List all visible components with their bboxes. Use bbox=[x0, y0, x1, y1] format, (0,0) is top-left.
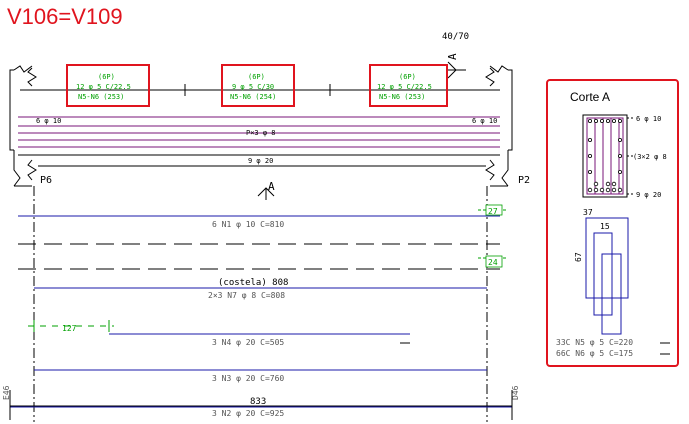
section-bottom-label: 9 φ 20 bbox=[636, 191, 661, 199]
section-bottom-bars bbox=[587, 181, 623, 193]
bar-n4-dim: 127 bbox=[62, 324, 77, 333]
beam-elevation: 6 φ 10 6 φ 10 P×3 φ 8 9 φ 20 P6 P2 A A bbox=[9, 53, 530, 200]
left-support-break-2 bbox=[27, 159, 37, 181]
section-panel-frame bbox=[546, 79, 679, 367]
stirrup-height-label: 67 bbox=[574, 252, 583, 262]
bar-costela-dim: 24 bbox=[488, 258, 498, 267]
callout-3-ref: N5-N6 (253) bbox=[379, 93, 425, 101]
right-support-break-2 bbox=[485, 159, 495, 181]
stirrup-callout-3: (6P) 12 φ 5 C/22.5 N5-N6 (253) bbox=[369, 64, 448, 107]
section-stirrup-outer bbox=[586, 117, 624, 195]
section-panel: Corte A 6 φ 10 (3×2 φ 8 9 φ 20 37 bbox=[546, 79, 679, 367]
bar-n4-label: 3 N4 φ 20 C=505 bbox=[212, 338, 284, 347]
left-axis-label: E46 bbox=[2, 385, 11, 400]
callout-1-count: (6P) bbox=[98, 73, 115, 81]
top-bars-right-label: 6 φ 10 bbox=[472, 117, 497, 125]
stirrup-inner-label: 15 bbox=[600, 222, 610, 231]
stirrup-n6-shape-1 bbox=[593, 232, 613, 316]
left-support-label: P6 bbox=[40, 175, 52, 186]
callout-3-count: (6P) bbox=[399, 73, 416, 81]
stirrup-callout-1: (6P) 12 φ 5 C/22.5 N5-N6 (253) bbox=[66, 64, 150, 107]
left-support-break bbox=[27, 67, 37, 87]
section-marker-bottom-label: A bbox=[268, 180, 275, 193]
bar-n1-dim-box bbox=[485, 204, 503, 216]
bar-n1-label: 6 N1 φ 10 C=810 bbox=[212, 220, 284, 229]
bar-n2-label: 3 N2 φ 20 C=925 bbox=[212, 409, 284, 418]
right-support-label: P2 bbox=[518, 175, 530, 186]
callout-2-spec: 9 φ 5 C/30 bbox=[232, 83, 274, 91]
left-column-edge bbox=[13, 65, 33, 73]
stirrup-n6-shape-2 bbox=[601, 253, 622, 335]
callout-2-ref: N5-N6 (254) bbox=[230, 93, 276, 101]
left-column-lower bbox=[13, 150, 21, 187]
right-support-break bbox=[485, 67, 495, 87]
section-marker-top-label: A bbox=[446, 53, 459, 60]
stirrup-line-1: 33C N5 φ 5 C=220 bbox=[556, 338, 633, 347]
right-axis-label: D46 bbox=[511, 385, 520, 400]
stirrup-n5-shape bbox=[585, 217, 629, 299]
right-column-edge bbox=[489, 65, 509, 73]
section-marker-top: A bbox=[446, 53, 466, 79]
stirrup-callout-2: (6P) 9 φ 5 C/30 N5-N6 (254) bbox=[221, 64, 295, 107]
callout-2-count: (6P) bbox=[248, 73, 265, 81]
left-support-outline bbox=[9, 69, 14, 151]
bar-n2-dim: 833 bbox=[250, 397, 266, 407]
bar-n3-label: 3 N3 φ 20 C=760 bbox=[212, 374, 284, 383]
bottom-bars-label: 9 φ 20 bbox=[248, 157, 273, 165]
stirrup-width-label: 37 bbox=[583, 208, 593, 217]
bar-n1-dim: 27 bbox=[488, 207, 498, 216]
section-marker-bottom: A bbox=[257, 180, 275, 200]
right-support-outline bbox=[508, 69, 513, 151]
callout-1-spec: 12 φ 5 C/22.5 bbox=[76, 83, 131, 91]
section-skin-bars bbox=[588, 137, 623, 174]
section-title: Corte A bbox=[570, 90, 610, 104]
bar-costela-label: (costela) 808 bbox=[218, 278, 288, 288]
beam-dimension-label: 40/70 bbox=[442, 32, 469, 42]
callout-3-spec: 12 φ 5 C/22.5 bbox=[377, 83, 432, 91]
beam-title: V106=V109 bbox=[7, 4, 123, 29]
right-column-lower bbox=[501, 150, 509, 187]
callout-1-ref: N5-N6 (253) bbox=[78, 93, 124, 101]
skin-bars-label: P×3 φ 8 bbox=[246, 129, 276, 137]
section-top-label: 6 φ 10 bbox=[636, 115, 661, 123]
stirrup-line-2: 66C N6 φ 5 C=175 bbox=[556, 349, 633, 358]
rebar-schedule: 6 N1 φ 10 C=810 27 24 (costela) 808 2×3 … bbox=[2, 186, 520, 422]
bar-n7-label: 2×3 N7 φ 8 C=808 bbox=[208, 291, 285, 300]
section-side-label: (3×2 φ 8 bbox=[633, 153, 667, 161]
top-bars-left-label: 6 φ 10 bbox=[36, 117, 61, 125]
section-top-bars bbox=[588, 119, 623, 124]
bar-costela-dim-box bbox=[485, 255, 503, 268]
